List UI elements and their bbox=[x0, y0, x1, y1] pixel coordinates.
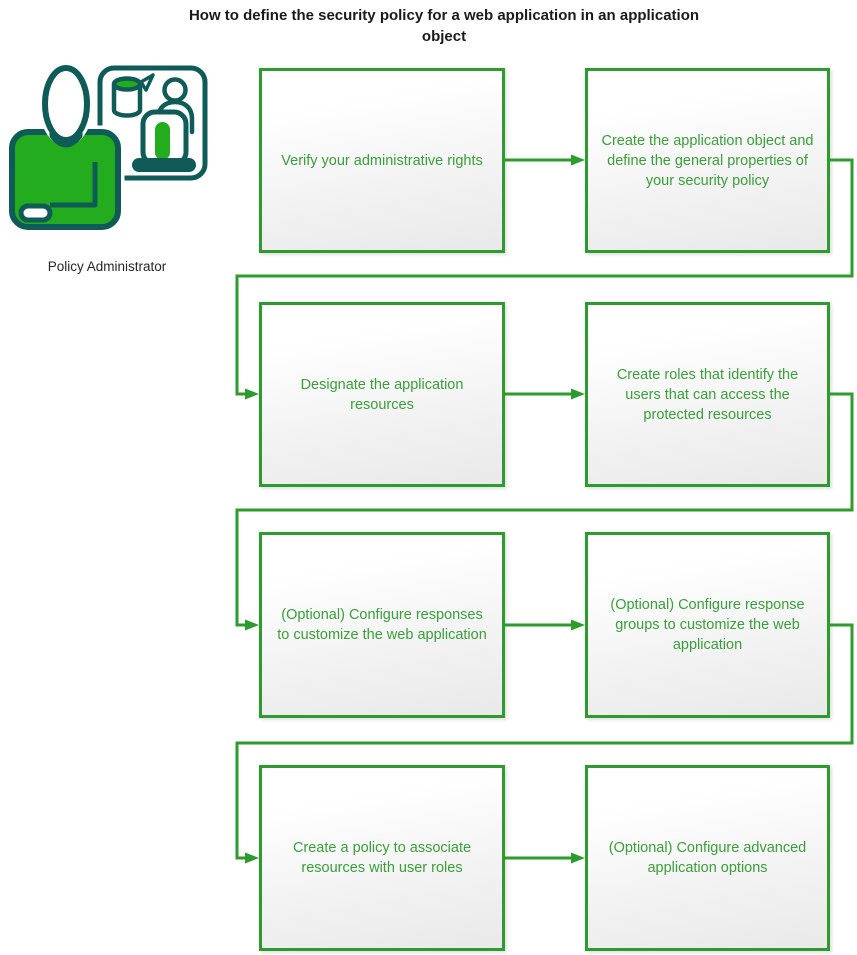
step-box-advanced-options: (Optional) Configure advanced applicatio… bbox=[585, 765, 830, 951]
arrow-step7-step8 bbox=[505, 852, 585, 864]
step-box-verify-rights: Verify your administrative rights bbox=[259, 68, 505, 253]
step-box-create-policy: Create a policy to associate resources w… bbox=[259, 765, 505, 951]
arrow-step3-step4 bbox=[505, 388, 585, 400]
diagram-title: How to define the security policy for a … bbox=[188, 7, 700, 45]
step-box-create-roles: Create roles that identify the users tha… bbox=[585, 302, 830, 487]
step-box-designate-resources: Designate the application resources bbox=[259, 302, 505, 487]
pillar-icon bbox=[132, 109, 196, 172]
policy-administrator-icon bbox=[8, 62, 208, 234]
arrow-step5-step6 bbox=[505, 619, 585, 631]
database-cylinder-icon bbox=[111, 73, 155, 118]
actor-label: Policy Administrator bbox=[47, 259, 167, 274]
step-box-configure-responses: (Optional) Configure responses to custom… bbox=[259, 532, 505, 718]
person-figure bbox=[8, 62, 125, 234]
step-box-response-groups: (Optional) Configure response groups to … bbox=[585, 532, 830, 718]
arrow-step1-step2 bbox=[505, 154, 585, 166]
step-box-create-application: Create the application object and define… bbox=[585, 68, 830, 253]
